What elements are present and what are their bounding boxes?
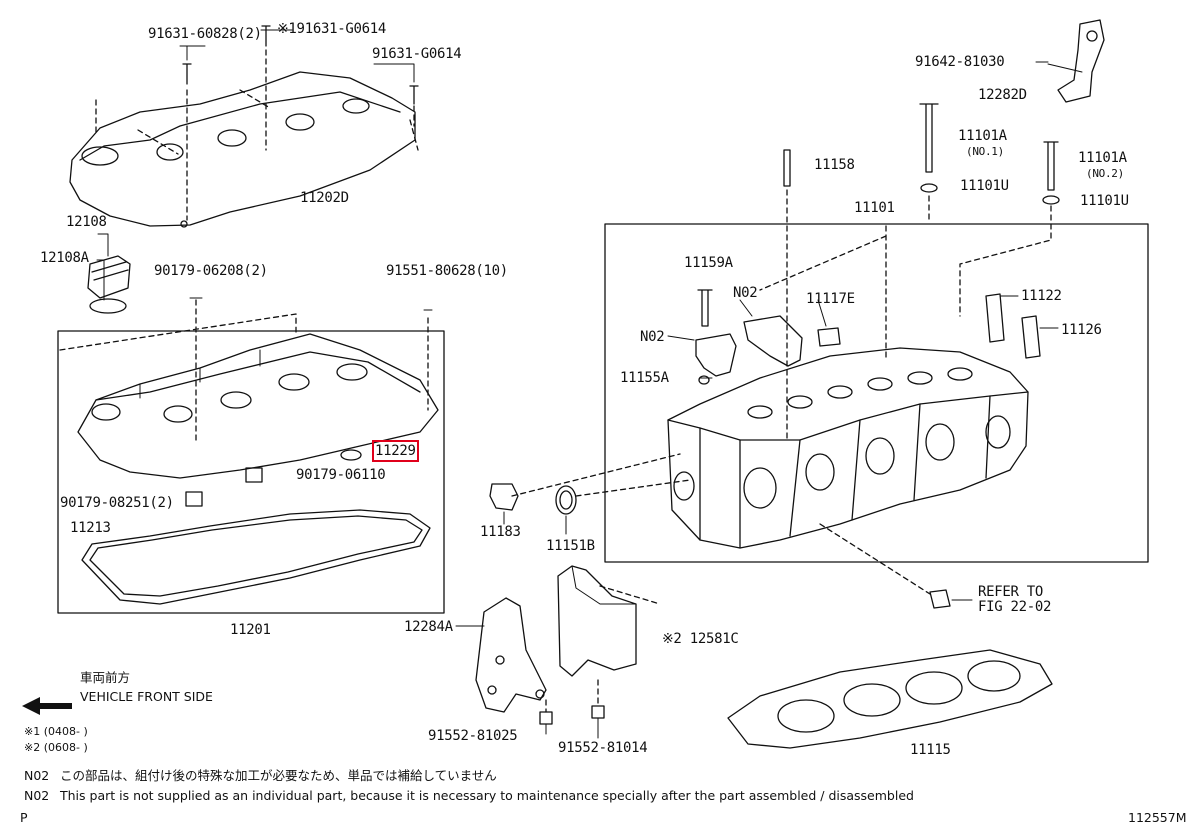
label-no2: (NO.2): [1086, 167, 1124, 180]
label-12282d[interactable]: 12282D: [978, 87, 1027, 103]
label-91551-80628[interactable]: 91551-80628(10): [386, 263, 508, 279]
bracket-12282d-drawing: [1035, 19, 1105, 103]
label-11101a-no1[interactable]: 11101A: [958, 128, 1007, 144]
page-mark: P: [20, 810, 28, 825]
cylinder-head-drawing: [667, 347, 1029, 549]
oil-filler-cap-drawing: [87, 233, 131, 314]
cover-bolts-drawing: [179, 25, 419, 221]
label-11201[interactable]: 11201: [230, 622, 271, 638]
engine-cover-drawing: [69, 71, 419, 228]
label-11115[interactable]: 11115: [910, 742, 951, 758]
label-90179-08251[interactable]: 90179-08251(2): [60, 495, 174, 511]
label-refer-to: REFER TO: [978, 584, 1044, 600]
label-11202d[interactable]: 11202D: [300, 190, 349, 206]
label-11183[interactable]: 11183: [480, 524, 521, 540]
figure-id: 112557M: [1128, 810, 1187, 825]
label-91642-81030[interactable]: 91642-81030: [915, 54, 1005, 70]
label-11117e[interactable]: 11117E: [806, 291, 855, 307]
label-11101u-b[interactable]: 11101U: [1080, 193, 1129, 209]
footnote-en-text: This part is not supplied as an individu…: [60, 788, 914, 803]
label-11101u-a[interactable]: 11101U: [960, 178, 1009, 194]
cover-gasket-drawing: [81, 509, 431, 605]
label-91552-81025[interactable]: 91552-81025: [428, 728, 518, 744]
label-11213[interactable]: 11213: [70, 520, 111, 536]
label-12108[interactable]: 12108: [66, 214, 107, 230]
plug-refer-drawing: [819, 523, 973, 609]
footnote-jp-code: N02: [24, 768, 50, 783]
footnote-jp-text: この部品は、組付け後の特殊な加工が必要なため、単品では補給していません: [60, 768, 497, 783]
label-11122[interactable]: 11122: [1021, 288, 1062, 304]
label-fig-22-02[interactable]: FIG 22-02: [978, 599, 1052, 615]
seals-drawing: [489, 453, 691, 535]
front-arrow-tail: [38, 703, 72, 709]
label-12581c[interactable]: ※2 12581C: [662, 631, 739, 647]
label-11158[interactable]: 11158: [814, 157, 855, 173]
label-12108a[interactable]: 12108A: [40, 250, 89, 266]
label-91631-60828[interactable]: 91631-60828(2): [148, 26, 262, 42]
label-11229-highlighted[interactable]: 11229: [372, 440, 419, 462]
label-91552-81014[interactable]: 91552-81014: [558, 740, 648, 756]
front-arrow-icon: [22, 697, 40, 715]
legend-note-1: ※1 (0408- ): [24, 725, 88, 738]
lower-bolts-drawing: [539, 679, 605, 739]
label-91631-g0614-b[interactable]: 91631-G0614: [372, 46, 462, 62]
label-91631-g0614-a[interactable]: ※191631-G0614: [277, 21, 386, 37]
label-11155a[interactable]: 11155A: [620, 370, 669, 386]
label-n02-lower: N02: [640, 329, 665, 345]
label-n02-upper: N02: [733, 285, 758, 301]
cylinder-head-cover-drawing: [59, 297, 439, 507]
bracket-12284a-drawing: [455, 597, 547, 713]
timing-cover-drawing: [557, 565, 661, 677]
direction-label-jp: 車両前方: [80, 670, 131, 685]
label-no1: (NO.1): [966, 145, 1004, 158]
label-11159a[interactable]: 11159A: [684, 255, 733, 271]
legend-note-2: ※2 (0608- ): [24, 741, 88, 754]
footnote-en-code: N02: [24, 788, 50, 803]
head-small-parts-drawing: [667, 289, 1059, 385]
label-11101[interactable]: 11101: [854, 200, 895, 216]
label-11151b[interactable]: 11151B: [546, 538, 595, 554]
direction-label-en: VEHICLE FRONT SIDE: [80, 689, 213, 704]
label-90179-06208[interactable]: 90179-06208(2): [154, 263, 268, 279]
cylinder-head-group-box: [604, 223, 1149, 563]
head-bolts-drawing: [759, 103, 1060, 441]
label-90179-06110[interactable]: 90179-06110: [296, 467, 386, 483]
head-gasket-drawing: [727, 649, 1053, 749]
label-11126[interactable]: 11126: [1061, 322, 1102, 338]
cam-cover-group-box: [57, 330, 445, 614]
label-11101a-no2[interactable]: 11101A: [1078, 150, 1127, 166]
label-12284a[interactable]: 12284A: [404, 619, 453, 635]
